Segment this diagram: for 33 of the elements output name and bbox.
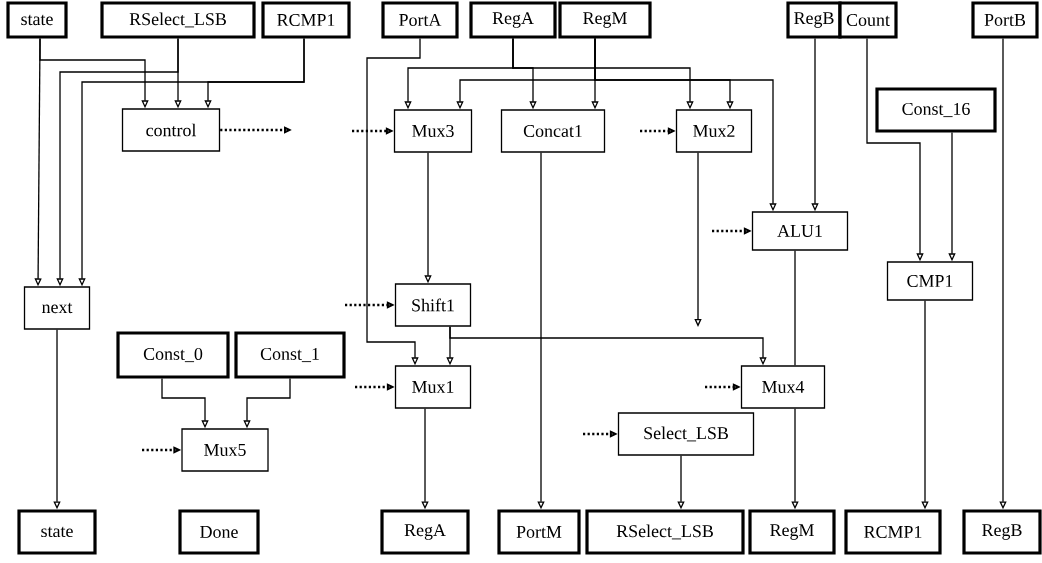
io-port-box: state: [17, 509, 97, 555]
component-box: Concat1: [500, 109, 606, 153]
component-box: control: [121, 108, 221, 152]
io-port-box: Done: [178, 509, 260, 555]
io-port-box: Const_16: [875, 87, 997, 133]
io-port-box: RegM: [748, 509, 836, 555]
io-port-box: PortA: [381, 1, 459, 39]
io-port-box: RegB: [786, 1, 842, 39]
component-box: Mux4: [740, 365, 826, 409]
component-box: Shift1: [394, 283, 472, 327]
io-port-box: Const_0: [116, 331, 230, 379]
component-box: Mux2: [675, 109, 753, 153]
connector-line: [794, 250, 796, 366]
component-box: next: [23, 286, 91, 330]
io-port-box: PortB: [971, 1, 1039, 39]
io-port-box: RegA: [469, 1, 557, 39]
io-port-box: RSelect_LSB: [100, 1, 256, 39]
component-box: Select_LSB: [617, 412, 755, 456]
io-port-box: Const_1: [234, 331, 346, 379]
component-box: Mux3: [393, 109, 473, 153]
io-port-box: state: [6, 1, 68, 39]
io-port-box: RCMP1: [844, 509, 942, 555]
io-port-box: PortM: [497, 509, 581, 555]
component-box: CMP1: [886, 261, 974, 301]
io-port-box: RegB: [962, 509, 1042, 555]
io-port-box: RSelect_LSB: [585, 509, 745, 555]
component-box: Mux1: [394, 365, 472, 409]
component-box: Mux5: [181, 428, 269, 472]
io-port-box: RCMP1: [261, 1, 351, 39]
io-port-box: RegM: [558, 1, 652, 39]
io-port-box: Count: [838, 1, 898, 39]
component-box: ALU1: [751, 211, 849, 251]
io-port-box: RegA: [380, 509, 470, 555]
